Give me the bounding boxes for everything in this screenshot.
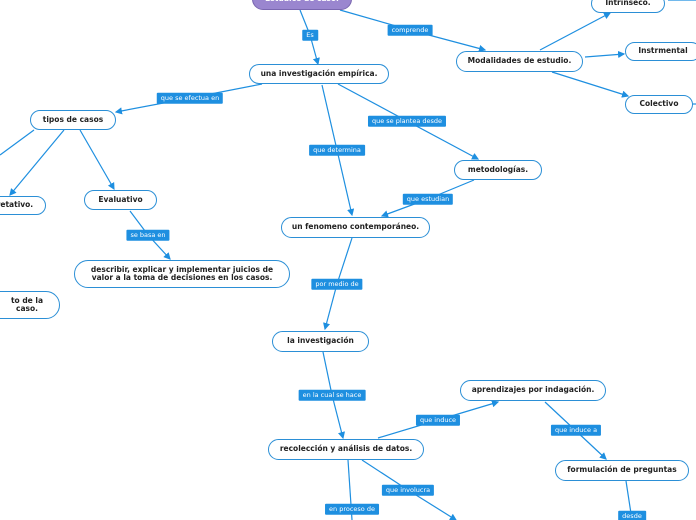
node-la-investigacion[interactable]: la investigación <box>272 331 369 352</box>
node-recoleccion[interactable]: recolección y análisis de datos. <box>268 439 424 460</box>
link-label-que-induce: que induce <box>415 414 461 426</box>
node-investigacion-empirica[interactable]: una investigación empírica. <box>249 64 389 84</box>
link-label-es: Es <box>302 29 318 41</box>
node-metodologias[interactable]: metodologías. <box>454 160 542 180</box>
link-label-por-medio-de: por medio de <box>311 278 363 290</box>
node-describir[interactable]: describir, explicar y implementar juicio… <box>74 260 290 288</box>
link-label-que-involucra: que involucra <box>381 484 435 496</box>
node-modalidades[interactable]: Modalidades de estudio. <box>456 51 583 72</box>
node-interpretativo[interactable]: Interpretativo. <box>0 196 46 215</box>
node-aprendizajes[interactable]: aprendizajes por indagación. <box>460 380 606 401</box>
node-evaluativo[interactable]: Evaluativo <box>84 190 157 210</box>
node-colectivo[interactable]: Colectivo <box>625 95 693 114</box>
link-label-desde: desde <box>618 510 646 520</box>
link-label-que-se-efectua-en: que se efectua en <box>156 92 224 104</box>
link-label-que-se-plantea-desde: que se plantea desde <box>367 115 447 127</box>
link-label-en-la-cual-se-hace: en la cual se hace <box>298 389 366 401</box>
link-label-que-induce-a: que induce a <box>550 424 602 436</box>
link-label-que-estudian: que estudian <box>402 193 454 205</box>
node-tipos-de-casos[interactable]: tipos de casos <box>30 110 116 130</box>
link-label-se-basa-en: se basa en <box>126 229 170 241</box>
node-estudios-de-caso[interactable]: Estudios de caso. <box>252 0 352 10</box>
link-label-comprende: comprende <box>387 24 433 36</box>
node-fenomeno[interactable]: un fenomeno contemporáneo. <box>281 217 430 238</box>
node-intrinseco[interactable]: Intrínseco. <box>591 0 665 13</box>
node-instrumental[interactable]: Instrmental <box>625 42 696 61</box>
link-label-que-determina: que determina <box>309 144 365 156</box>
node-descripcion[interactable]: to de la caso. <box>0 291 60 319</box>
node-formulacion[interactable]: formulación de preguntas <box>555 460 689 481</box>
link-label-en-proceso-de: en proceso de <box>325 503 379 515</box>
